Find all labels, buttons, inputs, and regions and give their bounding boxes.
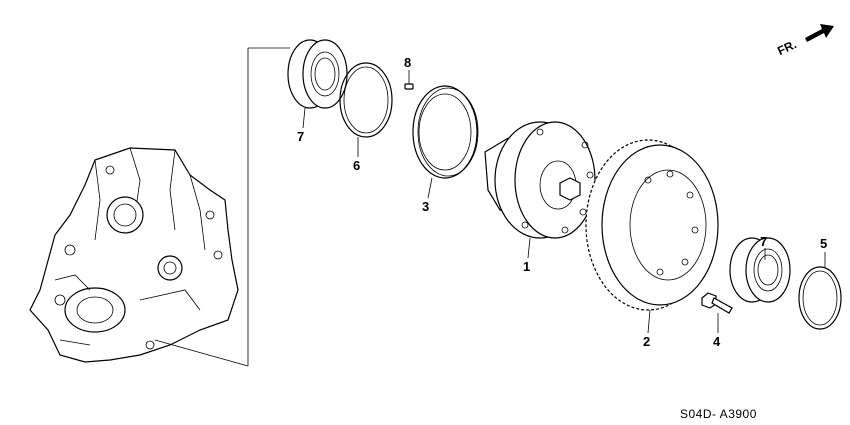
- callout-7-upper: 7: [297, 129, 304, 144]
- callout-1: 1: [523, 259, 530, 274]
- diagram-code: S04D- A3900: [680, 407, 757, 421]
- circlip: [798, 266, 842, 330]
- callout-3: 3: [422, 199, 429, 214]
- transmission-housing: [29, 147, 239, 363]
- callout-5: 5: [820, 236, 827, 251]
- callout-8: 8: [404, 55, 411, 70]
- front-direction-label: FR.: [775, 37, 798, 58]
- ring-shim: [412, 85, 479, 179]
- callout-7-lower: 7: [760, 234, 767, 249]
- front-arrow-icon: [805, 24, 834, 42]
- front-direction-indicator: FR.: [775, 24, 834, 58]
- bearing-lower: [729, 237, 791, 303]
- callout-6: 6: [353, 158, 360, 173]
- pin: [404, 83, 414, 90]
- differential-assembly: [484, 121, 596, 239]
- callout-leaders: [302, 70, 826, 334]
- snap-ring: [339, 62, 393, 138]
- callout-2: 2: [643, 334, 650, 349]
- callout-4: 4: [713, 334, 721, 349]
- bearing-upper: [287, 39, 348, 109]
- final-driven-gear: [585, 139, 719, 311]
- assembly-leader-lines: [154, 47, 290, 367]
- gear-bolt: [701, 292, 733, 314]
